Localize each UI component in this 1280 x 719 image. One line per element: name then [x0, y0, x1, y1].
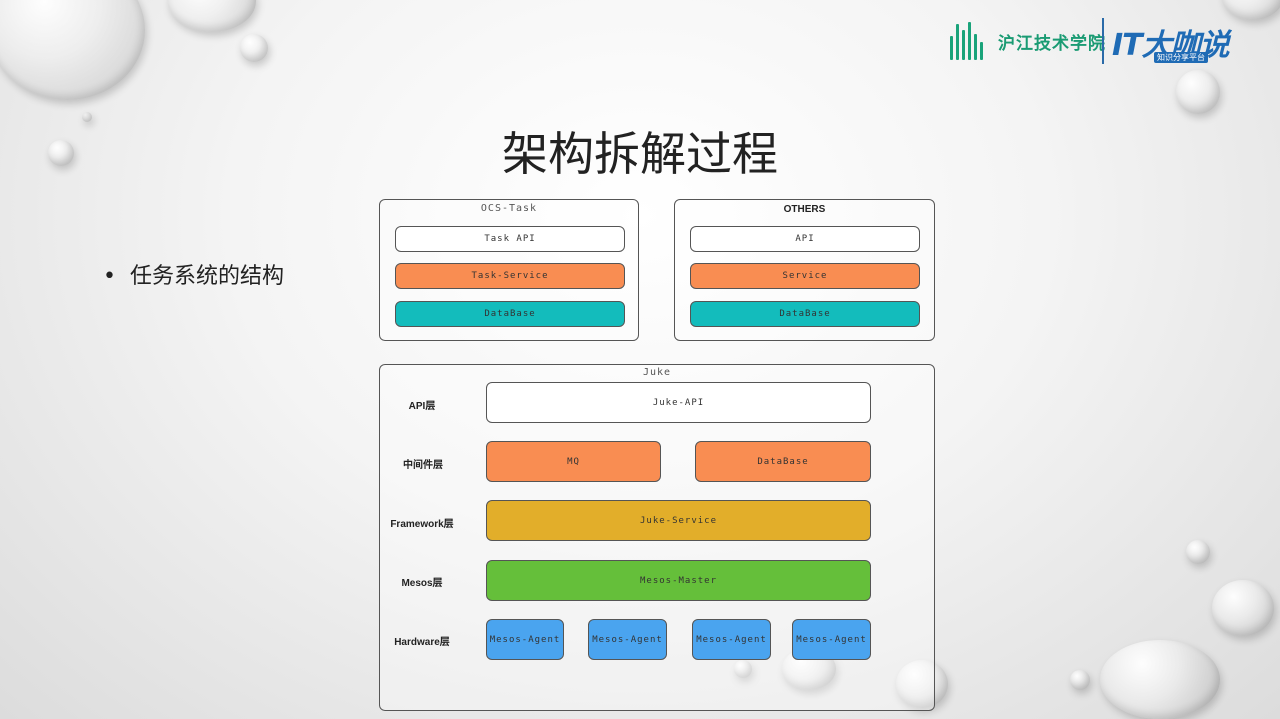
hujiang-logo-icon	[950, 22, 986, 60]
water-drop	[1222, 0, 1280, 20]
water-drop	[1100, 640, 1220, 719]
others-api-block: API	[690, 226, 920, 252]
juke-service-block: Juke-Service	[486, 500, 871, 541]
mq-block: MQ	[486, 441, 661, 482]
water-drop	[240, 34, 268, 62]
layer-label-hardware: Hardware层	[394, 637, 450, 648]
task-service-block: Task-Service	[395, 263, 625, 289]
ocs-task-panel: OCS-Task Task API Task-Service DataBase	[379, 199, 639, 341]
water-drop	[0, 0, 145, 100]
layer-label-api: API层	[408, 401, 436, 412]
juke-api-block: Juke-API	[486, 382, 871, 423]
panel-title: OCS-Task	[480, 203, 538, 214]
mesos-agent-block: Mesos-Agent	[792, 619, 871, 660]
school-name: 沪江技术学院	[998, 34, 1106, 54]
bullet-text: 任务系统的结构	[129, 264, 284, 289]
brand-divider	[1102, 18, 1104, 64]
brand-logos: 沪江技术学院 IT大咖说 知识分享平台	[950, 16, 1260, 66]
water-drop	[168, 0, 256, 32]
task-api-block: Task API	[395, 226, 625, 252]
water-drop	[1070, 670, 1090, 690]
layer-label-middleware: 中间件层	[403, 460, 443, 471]
bullet-dot-icon: •	[103, 264, 116, 289]
water-drop	[48, 140, 74, 166]
layer-label-mesos: Mesos层	[401, 578, 443, 589]
mesos-agent-block: Mesos-Agent	[692, 619, 771, 660]
water-drop	[1212, 580, 1274, 636]
water-drop	[82, 112, 92, 122]
slide-title: 架构拆解过程	[502, 127, 778, 181]
water-drop	[896, 660, 948, 708]
others-panel: OTHERS API Service DataBase	[674, 199, 935, 341]
it-logo-subtitle: 知识分享平台	[1154, 52, 1208, 63]
others-service-block: Service	[690, 263, 920, 289]
panel-title: OTHERS	[783, 204, 826, 215]
water-drop	[1186, 540, 1210, 564]
mesos-agent-block: Mesos-Agent	[486, 619, 564, 660]
mesos-master-block: Mesos-Master	[486, 560, 871, 601]
water-drop	[734, 660, 752, 678]
panel-title: Juke	[642, 367, 672, 378]
water-drop	[1176, 70, 1220, 114]
juke-panel: Juke API层 Juke-API 中间件层 MQ DataBase Fram…	[379, 364, 935, 711]
others-database-block: DataBase	[690, 301, 920, 327]
mesos-agent-block: Mesos-Agent	[588, 619, 667, 660]
juke-database-block: DataBase	[695, 441, 871, 482]
task-database-block: DataBase	[395, 301, 625, 327]
bullet-item: • 任务系统的结构	[103, 258, 284, 290]
layer-label-framework: Framework层	[390, 519, 454, 530]
